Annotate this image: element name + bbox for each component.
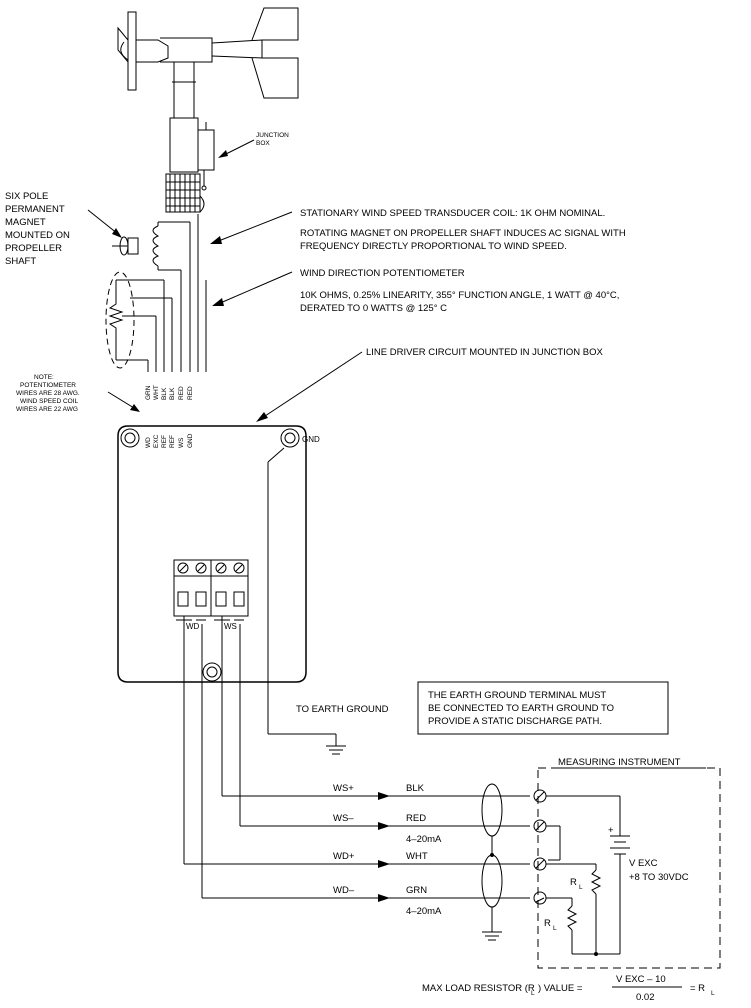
svg-text:WIRES ARE 22 AWG: WIRES ARE 22 AWG	[16, 406, 78, 413]
plus-sign: +	[608, 825, 614, 836]
svg-text:GND: GND	[187, 433, 194, 448]
junction-box-label-2: BOX	[256, 140, 270, 147]
svg-text:WIND SPEED COIL: WIND SPEED COIL	[20, 398, 79, 405]
blk-label: BLK	[406, 783, 425, 794]
rl-sub-2: L	[553, 925, 557, 932]
to-earth-ground-label: TO EARTH GROUND	[296, 704, 389, 715]
earth-ground-note: THE EARTH GROUND TERMINAL MUST BE CONNEC…	[417, 681, 669, 735]
load-resistor-formula: MAX LOAD RESISTOR (R L ) VALUE = V EXC –…	[422, 974, 715, 1003]
svg-text:MOUNTED ON: MOUNTED ON	[5, 230, 70, 241]
rl-label-1: R	[570, 877, 577, 888]
junction-box-label-1: JUNCTION	[256, 132, 289, 139]
wind-sensor-drawing	[117, 7, 299, 213]
svg-text:BLK: BLK	[169, 387, 176, 400]
wire-gauge-note: NOTE: POTENTIOMETER WIRES ARE 28 AWG. WI…	[16, 374, 80, 413]
terminal-labels: WD EXC REF REF WS GND	[145, 433, 194, 448]
svg-text:POTENTIOMETER: POTENTIOMETER	[20, 382, 76, 389]
cable-shields	[481, 783, 503, 941]
svg-text:REF: REF	[161, 435, 168, 448]
magnet-symbol	[112, 236, 139, 256]
red-label: RED	[406, 813, 426, 824]
output-wires	[183, 624, 530, 902]
svg-text:L: L	[531, 990, 535, 997]
transducer-coil-symbol	[152, 214, 199, 372]
svg-text:PERMANENT: PERMANENT	[5, 204, 65, 215]
svg-text:V EXC – 10: V EXC – 10	[616, 974, 666, 985]
line-driver-board	[117, 425, 307, 683]
svg-text:EXC: EXC	[153, 434, 160, 448]
svg-text:MAGNET: MAGNET	[5, 217, 46, 228]
rl-sub-1: L	[579, 884, 583, 891]
gnd-label: GND	[302, 435, 320, 444]
svg-text:WS: WS	[178, 437, 185, 448]
potentiometer-symbol	[105, 271, 207, 372]
ws-minus-label: WS–	[333, 813, 354, 824]
svg-text:) VALUE =: ) VALUE =	[538, 983, 583, 994]
ma-label-1: 4–20mA	[406, 834, 442, 845]
pot-desc-1: 10K OHMS, 0.25% LINEARITY, 355° FUNCTION…	[300, 290, 619, 301]
terminal-block	[173, 559, 249, 624]
svg-text:0.02: 0.02	[636, 992, 655, 1003]
wht-label: WHT	[406, 851, 428, 862]
wd-plus-label: WD+	[333, 851, 355, 862]
coil-title: STATIONARY WIND SPEED TRANSDUCER COIL: 1…	[300, 208, 605, 219]
svg-text:PROVIDE A STATIC DISCHARGE PAT: PROVIDE A STATIC DISCHARGE PATH.	[428, 716, 602, 727]
grn-label: GRN	[406, 885, 427, 896]
svg-text:RED: RED	[178, 386, 185, 400]
line-driver-label: LINE DRIVER CIRCUIT MOUNTED IN JUNCTION …	[366, 347, 603, 358]
wd-terminal-label: WD	[186, 622, 200, 631]
svg-text:REF: REF	[169, 435, 176, 448]
svg-text:THE EARTH GROUND TERMINAL MUST: THE EARTH GROUND TERMINAL MUST	[428, 690, 606, 701]
svg-text:NOTE:: NOTE:	[34, 374, 54, 381]
pot-desc-2: DERATED TO 0 WATTS @ 125° C	[300, 303, 447, 314]
svg-text:GRN: GRN	[145, 385, 152, 400]
vexc-range-label: +8 TO 30VDC	[629, 872, 689, 883]
measuring-instrument-label: MEASURING INSTRUMENT	[558, 757, 681, 768]
svg-text:WD: WD	[145, 437, 152, 448]
measuring-instrument: MEASURING INSTRUMENT	[533, 757, 721, 969]
ma-label-2: 4–20mA	[406, 906, 442, 917]
svg-text:BLK: BLK	[161, 387, 168, 400]
vexc-label: V EXC	[629, 858, 658, 869]
magnet-label: SIX POLE PERMANENT MAGNET MOUNTED ON PRO…	[5, 191, 70, 267]
pot-title: WIND DIRECTION POTENTIOMETER	[300, 268, 465, 279]
svg-text:SIX POLE: SIX POLE	[5, 191, 48, 202]
ws-terminal-label: WS	[224, 622, 237, 631]
svg-text:WIRES ARE 28 AWG.: WIRES ARE 28 AWG.	[16, 390, 80, 397]
ws-plus-label: WS+	[333, 783, 354, 794]
coil-desc-2: FREQUENCY DIRECTLY PROPORTIONAL TO WIND …	[300, 241, 567, 252]
svg-text:L: L	[711, 990, 715, 997]
svg-text:MAX LOAD RESISTOR (R: MAX LOAD RESISTOR (R	[422, 983, 535, 994]
wd-minus-label: WD–	[333, 885, 355, 896]
wire-color-labels: GRN WHT BLK BLK RED RED	[145, 385, 194, 400]
svg-text:PROPELLER: PROPELLER	[5, 243, 62, 254]
svg-text:BE CONNECTED TO EARTH GROUND T: BE CONNECTED TO EARTH GROUND TO	[428, 703, 614, 714]
svg-text:RED: RED	[187, 386, 194, 400]
svg-text:WHT: WHT	[153, 385, 160, 400]
rl-label-2: R	[544, 918, 551, 929]
coil-desc-1: ROTATING MAGNET ON PROPELLER SHAFT INDUC…	[300, 228, 626, 239]
svg-text:= R: = R	[690, 983, 705, 994]
svg-text:SHAFT: SHAFT	[5, 256, 36, 267]
